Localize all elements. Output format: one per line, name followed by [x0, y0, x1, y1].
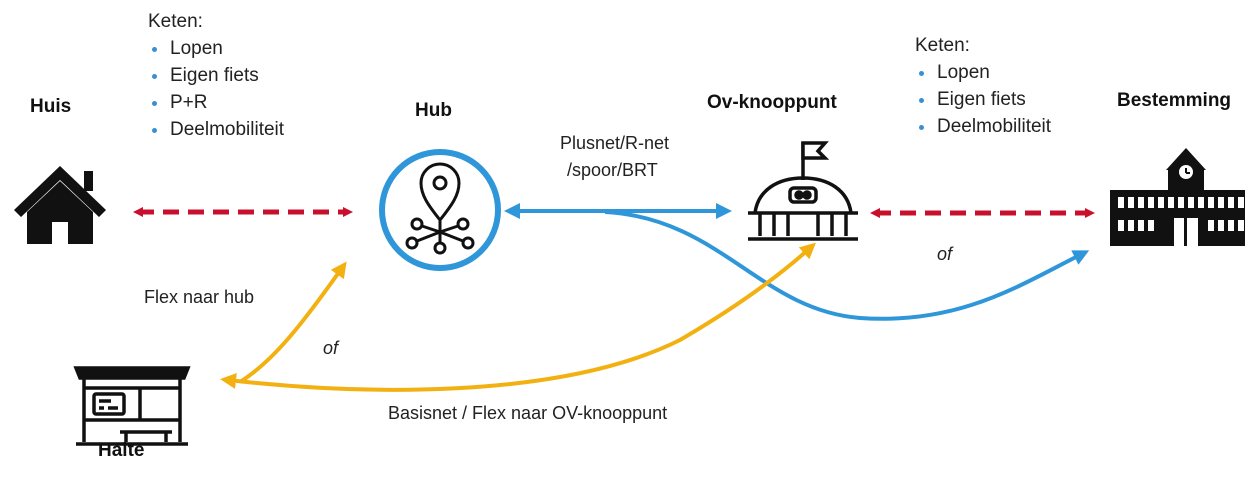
school-building-icon [1110, 148, 1245, 246]
keten-right: Keten: Lopen Eigen fiets Deelmobiliteit [915, 32, 1051, 140]
of-label-right: of [937, 244, 953, 264]
keten-left-item: Lopen [148, 35, 284, 62]
hub-bestemming-curve [604, 210, 1090, 321]
halte-hub-arrow [238, 261, 347, 384]
ov-station-icon [748, 141, 858, 241]
basisnet-label: Basisnet / Flex naar OV-knooppunt [388, 403, 668, 423]
halte-ov-arrow [220, 242, 816, 392]
keten-right-title: Keten: [915, 35, 970, 56]
keten-left-item: Deelmobiliteit [148, 116, 284, 143]
keten-left-item: Eigen fiets [148, 62, 284, 89]
bus-shelter-icon [73, 366, 191, 446]
plusnet-label-line1: Plusnet/R-net [560, 133, 670, 153]
hub-label: Hub [415, 100, 452, 121]
keten-left: Keten: Lopen Eigen fiets P+R Deelmobilit… [148, 8, 284, 143]
keten-right-item: Lopen [915, 59, 1051, 86]
plusnet-label-line2: /spoor/BRT [567, 160, 658, 180]
keten-right-item: Deelmobiliteit [915, 113, 1051, 140]
keten-right-item: Eigen fiets [915, 86, 1051, 113]
huis-label: Huis [30, 96, 72, 117]
keten-left-item: P+R [148, 89, 284, 116]
ov-knooppunt-label: Ov-knooppunt [707, 92, 837, 113]
bestemming-label: Bestemming [1117, 90, 1232, 111]
keten-left-title: Keten: [148, 11, 203, 32]
house-icon [14, 166, 106, 244]
hub-location-network-icon [379, 149, 501, 271]
